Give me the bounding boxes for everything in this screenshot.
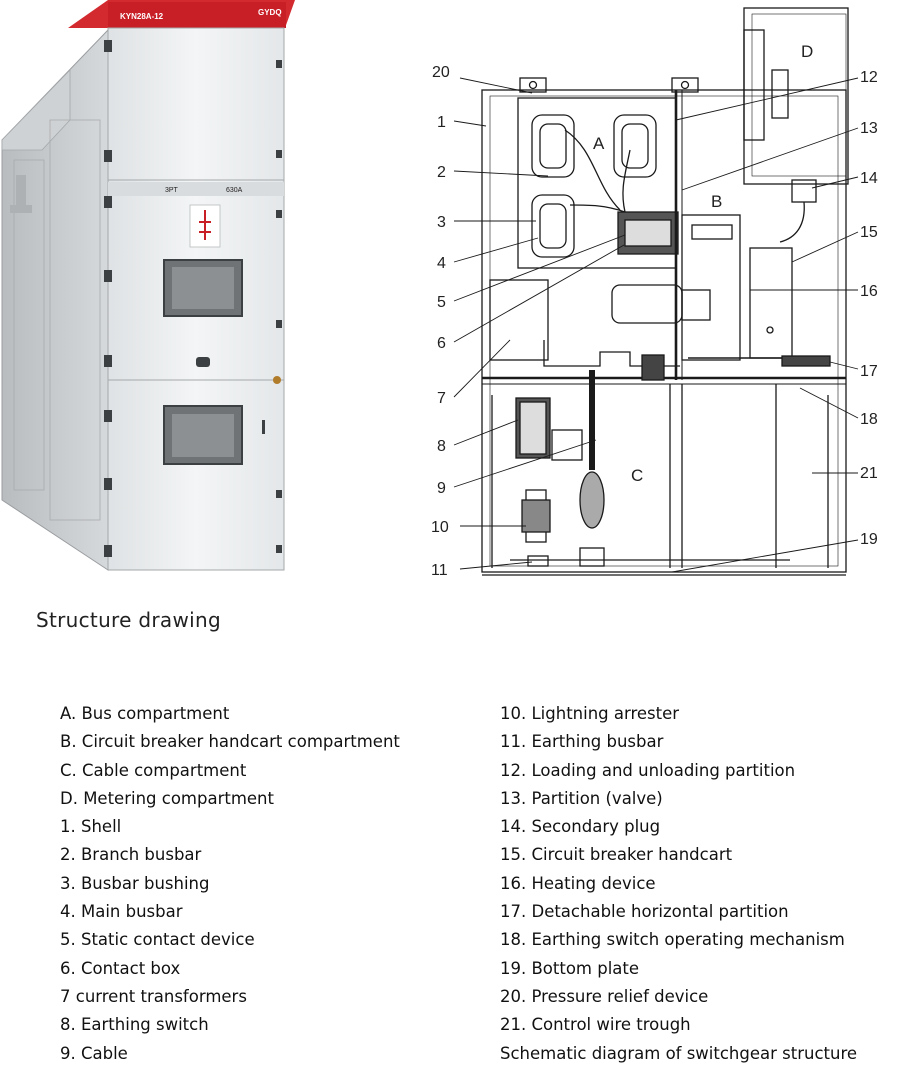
legend-item: 13. Partition (valve): [500, 788, 663, 808]
panel-label-3pt: 3PT: [165, 187, 179, 194]
callout-17: 17: [860, 363, 878, 380]
callout-6: 6: [437, 335, 446, 352]
callout-2: 2: [437, 164, 446, 181]
indicator-light: [273, 376, 281, 384]
legend-item: 3. Busbar bushing: [60, 873, 210, 893]
callout-14: 14: [860, 170, 878, 187]
legend-item: 12. Loading and unloading partition: [500, 760, 796, 780]
legend-item: 21. Control wire trough: [500, 1015, 691, 1035]
compartment-letter-a: A: [593, 134, 605, 153]
compartment-letter-d: D: [801, 42, 813, 61]
door-handle: [196, 357, 210, 367]
legend-right-column: 10. Lightning arrester 11. Earthing busb…: [500, 700, 857, 1068]
callout-3: 3: [437, 214, 446, 231]
legend-item: 16. Heating device: [500, 873, 656, 893]
callout-16: 16: [860, 283, 878, 300]
model-label: KYN28A-12: [120, 12, 164, 21]
legend-left-column: A. Bus compartment B. Circuit breaker ha…: [60, 700, 400, 1068]
callout-13: 13: [860, 120, 878, 137]
legend-item: 2. Branch busbar: [60, 845, 202, 865]
legend-item: 19. Bottom plate: [500, 958, 640, 978]
leader-lines: [453, 77, 859, 573]
brand-logo: GYDQ: [258, 8, 282, 17]
legend-item: 5. Static contact device: [60, 930, 255, 950]
diagram-caption: Schematic diagram of switchgear structur…: [500, 1043, 858, 1063]
callout-20: 20: [432, 64, 450, 81]
legend-item: C. Cable compartment: [60, 760, 247, 780]
callout-15: 15: [860, 224, 878, 241]
compartment-letter-c: C: [631, 466, 643, 485]
switchgear-photo: KYN28A-12 GYDQ 3PT 630A: [1, 0, 295, 571]
legend-item: 10. Lightning arrester: [500, 704, 680, 723]
legend-item: D. Metering compartment: [60, 788, 274, 808]
legend-item: 7 current transformers: [60, 986, 247, 1006]
compartment-letter-b: B: [711, 192, 722, 211]
callout-1: 1: [437, 114, 446, 131]
legend-item: 18. Earthing switch operating mechanism: [500, 930, 845, 950]
callout-7: 7: [437, 390, 446, 407]
callout-8: 8: [437, 438, 446, 455]
callout-18: 18: [860, 411, 878, 428]
switchgear-schematic: A B C D 20 1 2 3 4 5 6 7 8 9 10 11 12 13…: [431, 7, 878, 579]
callout-11: 11: [431, 562, 448, 579]
schematic-body: [481, 7, 849, 576]
callout-5: 5: [437, 294, 446, 311]
model-banner: [108, 2, 286, 28]
legend-item: 15. Circuit breaker handcart: [500, 845, 733, 865]
legend-item: B. Circuit breaker handcart compartment: [60, 732, 400, 752]
legend-item: 14. Secondary plug: [500, 817, 661, 837]
callout-12: 12: [860, 69, 878, 86]
legend-item: 8. Earthing switch: [60, 1015, 209, 1035]
section-title: Structure drawing: [36, 608, 221, 632]
callout-9: 9: [437, 480, 446, 497]
callout-4: 4: [437, 255, 446, 272]
legend-item: 1. Shell: [60, 817, 122, 837]
legend-item: 20. Pressure relief device: [500, 986, 709, 1006]
legend-item: 17. Detachable horizontal partition: [500, 902, 789, 922]
legend-item: 6. Contact box: [60, 958, 181, 978]
upper-door: [107, 27, 285, 181]
panel-label-630a: 630A: [226, 187, 243, 194]
door-hinges: [104, 40, 282, 557]
callout-10: 10: [431, 519, 449, 536]
legend-item: 9. Cable: [60, 1043, 128, 1063]
callout-21: 21: [860, 465, 878, 482]
legend-item: 11. Earthing busbar: [500, 732, 664, 752]
callout-19: 19: [860, 531, 878, 548]
legend-item: A. Bus compartment: [60, 704, 230, 723]
legend-item: 4. Main busbar: [60, 902, 183, 922]
